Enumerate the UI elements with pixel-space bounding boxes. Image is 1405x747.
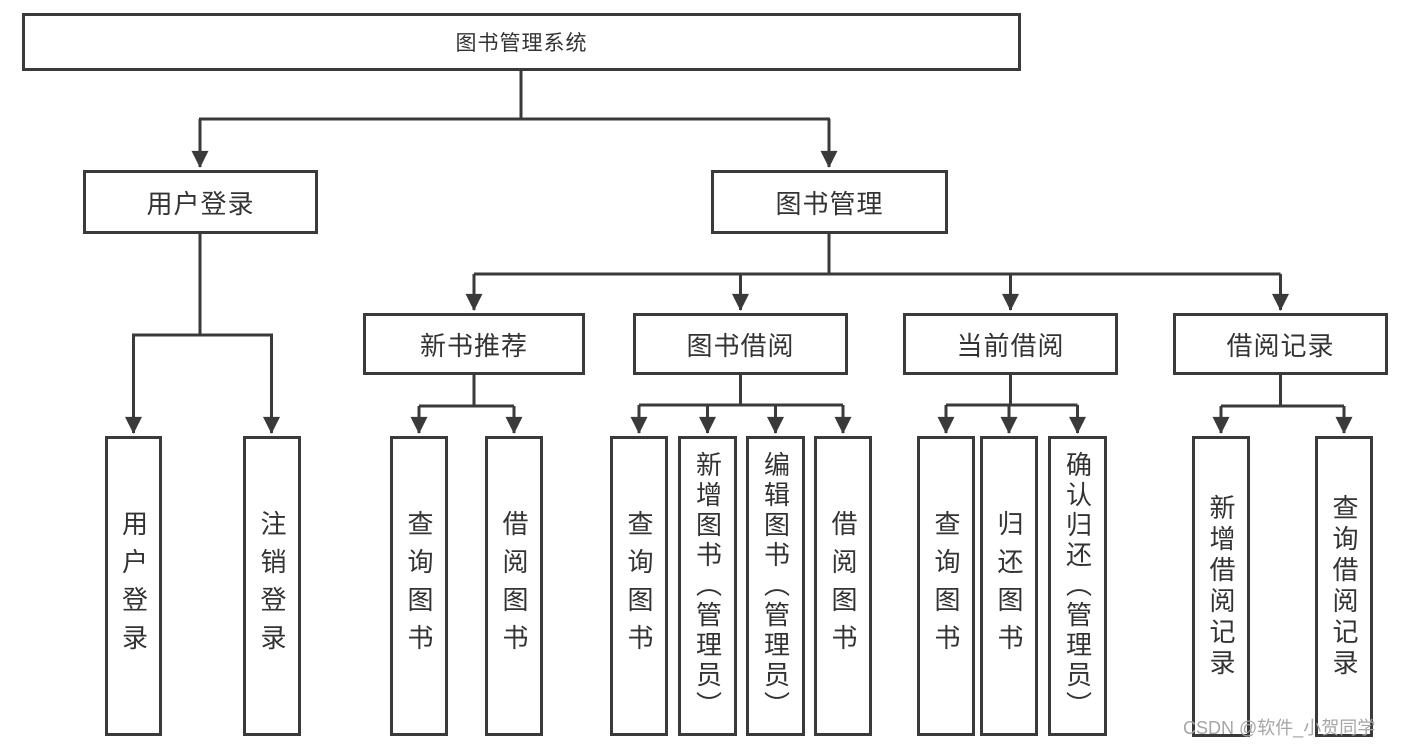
- leaf-add-book-admin: 新增图书（管理员）: [678, 436, 737, 736]
- node-label: 确认归还（管理员）: [1062, 451, 1093, 721]
- leaf-user-login: 用户登录: [105, 436, 162, 736]
- node-label: 借阅记录: [1226, 330, 1335, 361]
- leaf-query-books-current: 查询图书: [917, 436, 975, 736]
- node-label: 查询图书: [404, 510, 434, 662]
- node-book-management: 图书管理: [711, 170, 948, 234]
- csdn-watermark: CSDN @软件_小贺同学: [1183, 718, 1376, 738]
- leaf-logout-login: 注销登录: [243, 436, 301, 736]
- node-label: 用户登录: [118, 510, 149, 662]
- node-label: 新增图书（管理员）: [692, 451, 723, 721]
- node-user-login: 用户登录: [83, 170, 318, 234]
- leaf-confirm-return-admin: 确认归还（管理员）: [1048, 436, 1107, 736]
- node-borrowing-records: 借阅记录: [1173, 313, 1388, 375]
- node-label: 查询图书: [624, 510, 654, 662]
- node-label: 借阅图书: [499, 510, 529, 662]
- node-label: 图书管理系统: [455, 32, 588, 55]
- leaf-add-borrow-record: 新增借阅记录: [1192, 436, 1250, 737]
- node-label: 借阅图书: [828, 510, 858, 662]
- leaf-query-borrow-record: 查询借阅记录: [1315, 436, 1373, 737]
- leaf-borrow-books-borrowing: 借阅图书: [814, 436, 872, 736]
- node-label: 新书推荐: [419, 330, 528, 361]
- leaf-query-books-borrowing: 查询图书: [610, 436, 668, 736]
- leaf-return-book: 归还图书: [980, 436, 1038, 736]
- node-label: 图书管理: [775, 188, 884, 219]
- node-label: 归还图书: [994, 510, 1024, 662]
- node-label: 新增借阅记录: [1206, 493, 1236, 680]
- leaf-borrow-books-recommend: 借阅图书: [485, 436, 543, 736]
- node-current-borrowing: 当前借阅: [903, 313, 1118, 375]
- node-label: 用户登录: [146, 188, 255, 219]
- node-label: 注销登录: [257, 510, 287, 662]
- node-new-book-recommend: 新书推荐: [363, 313, 585, 375]
- node-label: 编辑图书（管理员）: [760, 451, 791, 721]
- node-label: 图书借阅: [686, 330, 795, 361]
- node-root: 图书管理系统: [22, 13, 1021, 71]
- node-label: 查询图书: [931, 510, 961, 662]
- leaf-edit-book-admin: 编辑图书（管理员）: [746, 436, 805, 736]
- leaf-query-books-recommend: 查询图书: [390, 436, 448, 736]
- node-label: 查询借阅记录: [1329, 493, 1359, 680]
- node-label: 当前借阅: [956, 330, 1065, 361]
- node-book-borrowing: 图书借阅: [633, 313, 848, 375]
